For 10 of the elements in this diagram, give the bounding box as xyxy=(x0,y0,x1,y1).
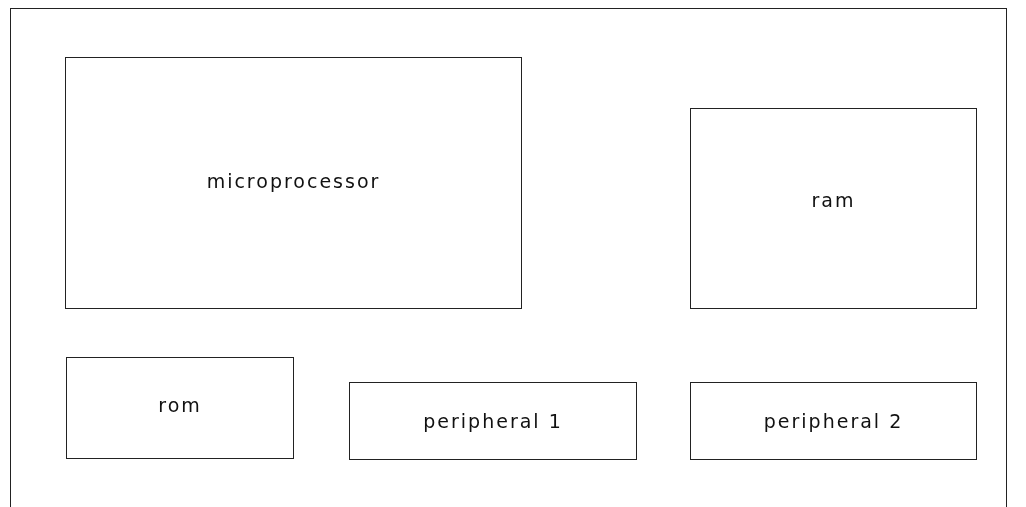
component-label: rom xyxy=(158,394,202,416)
component-box xyxy=(690,108,977,309)
component-box xyxy=(66,357,294,459)
component-box xyxy=(65,57,522,309)
component-label: microprocessor xyxy=(206,170,381,192)
component-label: ram xyxy=(811,189,856,211)
component-box xyxy=(349,382,637,460)
component-label: peripheral 2 xyxy=(763,410,904,432)
component-label: peripheral 1 xyxy=(423,410,563,432)
component-box xyxy=(690,382,977,460)
